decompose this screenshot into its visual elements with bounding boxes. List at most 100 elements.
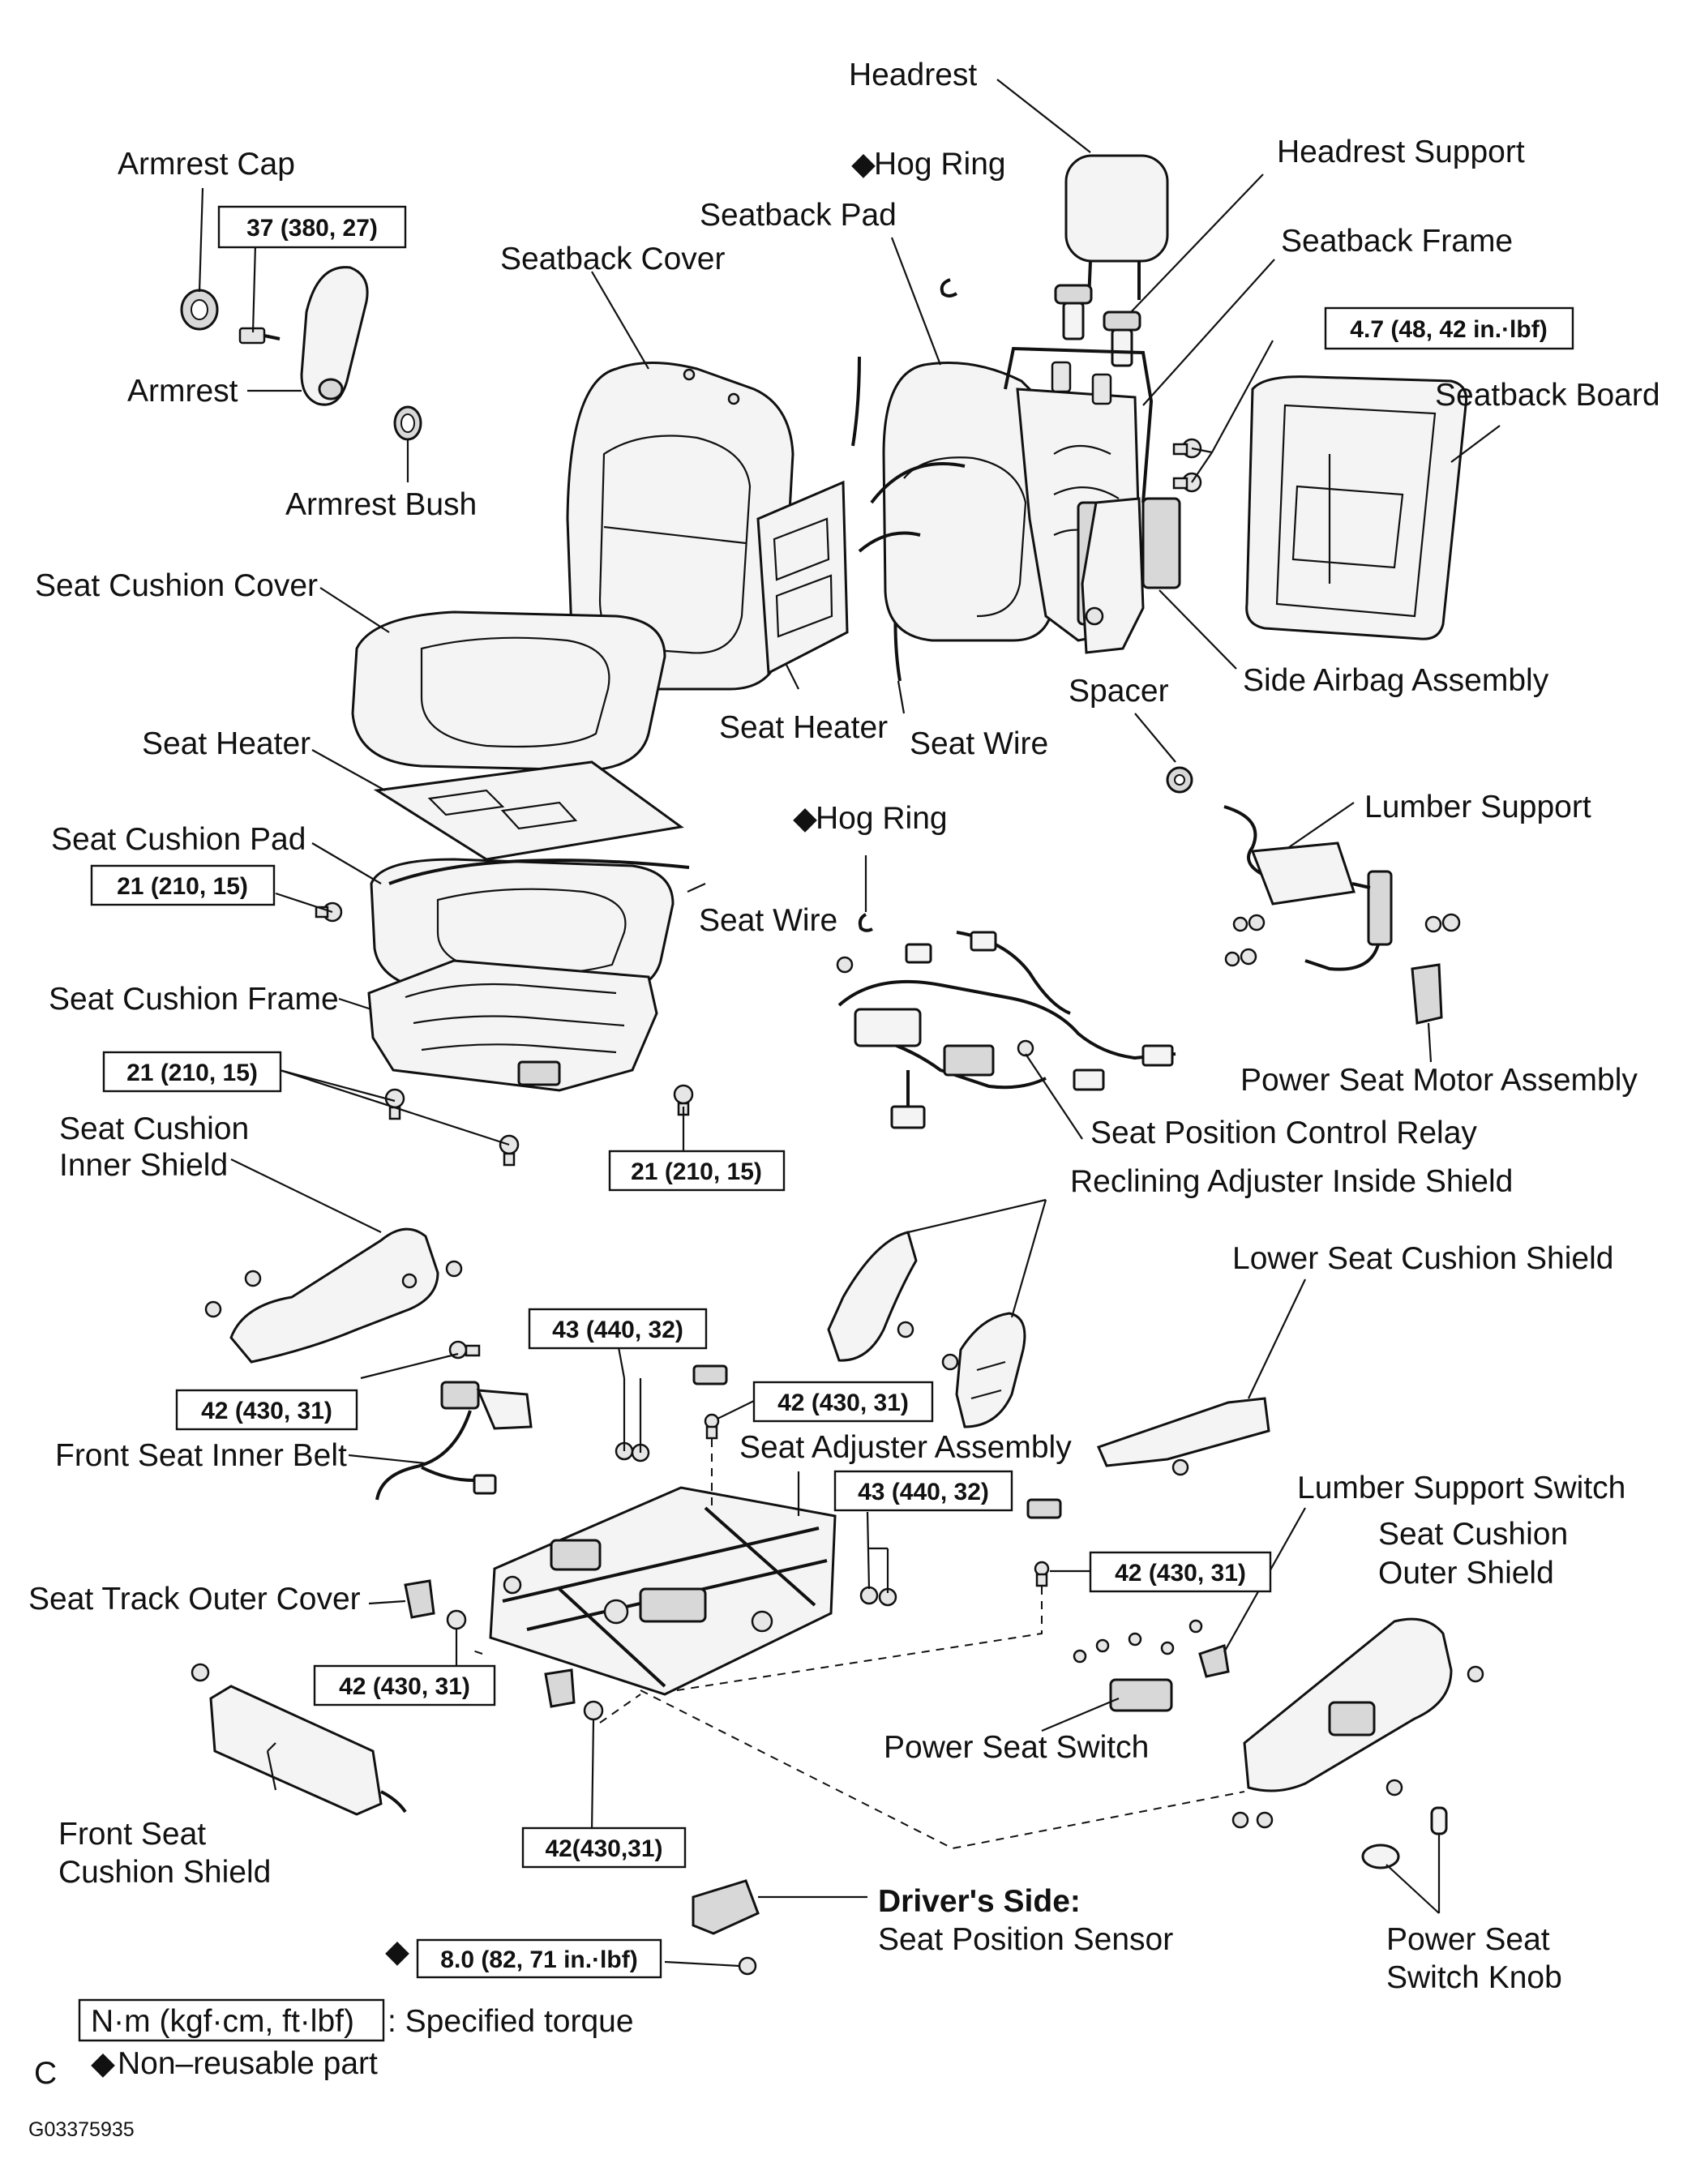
front-seat-cushion-shield-part bbox=[191, 1663, 407, 1816]
label-headrest-support: Headrest Support bbox=[1277, 135, 1525, 169]
label-seat-wire-cushion: Seat Wire bbox=[699, 903, 837, 938]
armrest-bush-part bbox=[393, 405, 422, 441]
label-armrest-bush: Armrest Bush bbox=[285, 487, 477, 522]
hog-ring-diamond-icon-2: ◆ bbox=[793, 801, 817, 836]
torque-boxes: 37 (380, 27) 4.7 (48, 42 in.·lbf) 21 (21… bbox=[90, 205, 1574, 1979]
label-seat-heater-back: Seat Heater bbox=[719, 710, 888, 745]
part-labels: Headrest ◆ Hog Ring Headrest Support Arm… bbox=[28, 58, 1660, 1995]
hog-ring-diamond-icon: ◆ bbox=[851, 147, 876, 182]
torque-sensor-diamond-icon: ◆ bbox=[385, 1934, 409, 1969]
power-seat-switch-part bbox=[1073, 1632, 1175, 1712]
torque-cushion-frame: 21 (210, 15) bbox=[126, 1060, 258, 1086]
lumber-support-part bbox=[1223, 805, 1461, 971]
spacer-part bbox=[1166, 766, 1193, 794]
hog-ring-parts bbox=[858, 278, 958, 932]
assembly-guide-lines bbox=[469, 1439, 1245, 1850]
label-lumber-support-switch: Lumber Support Switch bbox=[1297, 1471, 1625, 1505]
torque-seatback-frame: 4.7 (48, 42 in.·lbf) bbox=[1350, 316, 1547, 343]
label-front-seat-inner-belt: Front Seat Inner Belt bbox=[55, 1438, 347, 1473]
seatback-board-part bbox=[1245, 375, 1468, 640]
legend: N·m (kgf·cm, ft·lbf) : Specified torque … bbox=[28, 1998, 634, 2141]
torque-track-cover: 42 (430, 31) bbox=[339, 1673, 470, 1700]
label-seat-position-control-relay: Seat Position Control Relay bbox=[1090, 1116, 1477, 1150]
label-hog-ring-top: Hog Ring bbox=[874, 147, 1006, 182]
torque-cushion-pad: 21 (210, 15) bbox=[117, 873, 248, 900]
headrest-part bbox=[1064, 154, 1169, 301]
legend-unit-box-text: N·m (kgf·cm, ft·lbf) bbox=[91, 2004, 354, 2039]
reclining-shield-part bbox=[692, 1231, 1026, 1428]
torque-adjuster-side: 42 (430, 31) bbox=[1115, 1560, 1246, 1587]
seat-position-sensor-part bbox=[692, 1879, 760, 1976]
label-power-seat-switch-knob-2: Switch Knob bbox=[1386, 1960, 1562, 1995]
label-power-seat-switch: Power Seat Switch bbox=[884, 1730, 1149, 1765]
power-seat-motor-part bbox=[1411, 963, 1443, 1025]
label-seatback-frame: Seatback Frame bbox=[1281, 224, 1513, 259]
legend-corner-mark: C bbox=[34, 2056, 57, 2091]
label-seat-cushion-inner-shield-2: Inner Shield bbox=[59, 1148, 228, 1183]
label-reclining-adjuster-inside-shield: Reclining Adjuster Inside Shield bbox=[1070, 1164, 1513, 1199]
label-seat-adjuster-assembly: Seat Adjuster Assembly bbox=[739, 1430, 1072, 1465]
seat-cushion-inner-shield-part bbox=[204, 1227, 463, 1364]
torque-inner-belt: 42 (430, 31) bbox=[201, 1398, 332, 1424]
seatback-bolts bbox=[1172, 438, 1202, 493]
label-seat-cushion-frame: Seat Cushion Frame bbox=[49, 982, 339, 1017]
seat-cushion-cover-part bbox=[351, 610, 666, 772]
label-armrest-cap: Armrest Cap bbox=[118, 147, 295, 182]
label-headrest: Headrest bbox=[849, 58, 977, 92]
seat-track-outer-cover-part bbox=[404, 1579, 576, 1708]
label-seat-cushion-outer-shield-2: Outer Shield bbox=[1378, 1556, 1554, 1591]
seat-adjuster-assembly-part bbox=[489, 1486, 837, 1696]
label-seat-cushion-cover: Seat Cushion Cover bbox=[35, 568, 318, 603]
label-seat-wire-back: Seat Wire bbox=[910, 726, 1048, 761]
label-power-seat-motor-assembly: Power Seat Motor Assembly bbox=[1240, 1063, 1638, 1098]
lower-seat-cushion-shield-part bbox=[1096, 1397, 1270, 1476]
label-seat-track-outer-cover: Seat Track Outer Cover bbox=[28, 1582, 361, 1617]
legend-nonreusable-text: Non–reusable part bbox=[118, 2046, 378, 2081]
label-spacer: Spacer bbox=[1069, 674, 1169, 709]
torque-cushion-rear: 21 (210, 15) bbox=[631, 1158, 762, 1185]
label-seatback-pad: Seatback Pad bbox=[700, 198, 897, 233]
side-airbag-part bbox=[1081, 497, 1145, 654]
seatback-heater-part bbox=[756, 480, 849, 675]
label-lumber-support: Lumber Support bbox=[1364, 790, 1591, 824]
torque-armrest: 37 (380, 27) bbox=[246, 215, 378, 242]
label-seat-cushion-outer-shield-1: Seat Cushion bbox=[1378, 1517, 1568, 1552]
label-power-seat-switch-knob-1: Power Seat bbox=[1386, 1922, 1550, 1957]
label-seatback-cover: Seatback Cover bbox=[500, 242, 725, 276]
label-front-seat-cushion-shield-2: Cushion Shield bbox=[58, 1855, 271, 1890]
armrest-cap-part bbox=[180, 289, 219, 331]
label-side-airbag-assembly: Side Airbag Assembly bbox=[1243, 663, 1549, 698]
label-seat-position-sensor: Seat Position Sensor bbox=[878, 1922, 1173, 1957]
power-seat-switch-knob-part bbox=[1361, 1806, 1448, 1869]
torque-adjuster-rear: 43 (440, 32) bbox=[858, 1479, 989, 1505]
torque-recliner: 42 (430, 31) bbox=[777, 1390, 909, 1416]
seatback-pad-part bbox=[858, 362, 1062, 642]
front-seat-inner-belt-part bbox=[375, 1340, 533, 1501]
lumber-support-switch-part bbox=[1188, 1619, 1230, 1678]
wiring-harness-part bbox=[836, 931, 1176, 1129]
headrest-support-part bbox=[1054, 284, 1141, 367]
legend-diamond-icon: ◆ bbox=[91, 2046, 115, 2081]
label-hog-ring-mid: Hog Ring bbox=[816, 801, 948, 836]
armrest-bolt bbox=[238, 327, 281, 345]
label-seat-heater-cushion: Seat Heater bbox=[142, 726, 311, 761]
label-drivers-side: Driver's Side: bbox=[878, 1884, 1081, 1919]
label-seat-cushion-pad: Seat Cushion Pad bbox=[51, 822, 306, 857]
figure-code: G03375935 bbox=[28, 2118, 135, 2141]
leader-lines bbox=[198, 79, 1501, 1968]
label-front-seat-cushion-shield-1: Front Seat bbox=[58, 1817, 206, 1852]
armrest-part bbox=[300, 266, 369, 406]
label-seatback-board: Seatback Board bbox=[1435, 378, 1660, 413]
label-lower-seat-cushion-shield: Lower Seat Cushion Shield bbox=[1232, 1241, 1613, 1276]
seat-cushion-frame-part bbox=[367, 959, 658, 1092]
torque-adjuster-front: 43 (440, 32) bbox=[552, 1317, 683, 1343]
legend-unit-text: : Specified torque bbox=[388, 2004, 634, 2039]
label-seat-cushion-inner-shield-1: Seat Cushion bbox=[59, 1111, 249, 1146]
seat-cushion-heater-part bbox=[373, 760, 684, 861]
torque-adjuster-bottom: 42(430,31) bbox=[545, 1835, 662, 1862]
seat-cushion-outer-shield-part bbox=[1231, 1617, 1484, 1829]
torque-sensor: 8.0 (82, 71 in.·lbf) bbox=[440, 1946, 637, 1973]
label-armrest: Armrest bbox=[127, 374, 238, 409]
